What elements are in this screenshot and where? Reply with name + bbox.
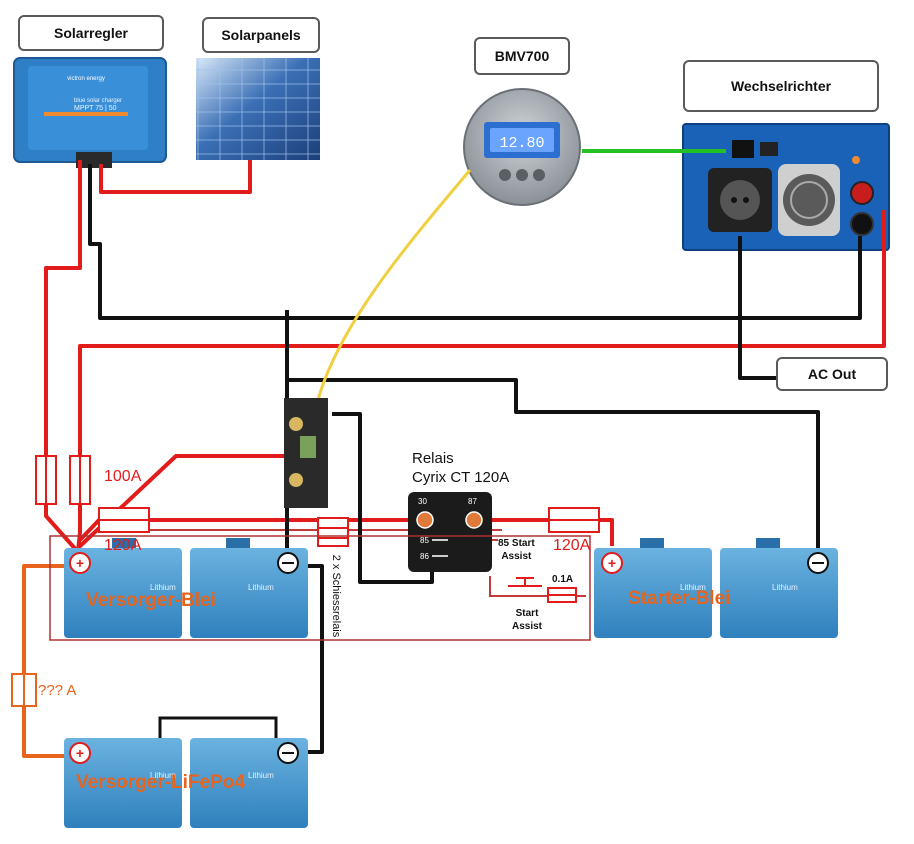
red-wires <box>44 160 886 554</box>
wechselrichter-label: Wechselrichter <box>683 60 879 112</box>
starter-blei-label: Starter-Blei <box>628 588 731 609</box>
bmv700-monitor: 12.80 <box>463 88 581 206</box>
battery-row-frame <box>49 535 591 641</box>
cell-text: Lithium <box>248 771 274 780</box>
double-fuse-relais <box>317 517 349 547</box>
plus-symbol: + <box>608 555 616 571</box>
battery-versorger-lifepo4: + Lithium Lithium <box>64 716 308 828</box>
cell-text: Lithium <box>680 583 706 592</box>
fuse-120a-left-label: 120A <box>104 537 142 554</box>
battery-versorger-blei: + Lithium Lithium <box>64 538 308 638</box>
fuse-120a-right-label: 120A <box>553 537 591 554</box>
cyrix-relay: 30 87 85 86 <box>408 492 492 572</box>
fuse-100a-label: 100A <box>104 468 142 485</box>
cell-text: Lithium <box>150 583 176 592</box>
solarregler-label: Solarregler <box>18 15 164 51</box>
charger-model-line2: MPPT 75 | 50 <box>74 105 117 112</box>
relay-terminal-30: 30 <box>418 497 427 506</box>
start-assist-top-label: 85 Start Assist <box>498 538 535 562</box>
fuse-01a <box>547 587 577 603</box>
fuse-unknown-label: ??? A <box>38 682 77 699</box>
relay-terminal-85: 85 <box>420 536 429 545</box>
cell-text: Lithium <box>772 583 798 592</box>
start-assist-switch <box>508 577 542 587</box>
bmv-yellow-cable <box>316 169 472 401</box>
inverter <box>682 123 890 251</box>
bmv700-label: BMV700 <box>474 37 570 75</box>
ac-out-label: AC Out <box>776 357 888 391</box>
fuse-100a-pair <box>35 455 91 505</box>
fuse-unknown <box>11 673 37 707</box>
fuse-120a-left <box>98 507 150 533</box>
fuse-01a-label: 0.1A <box>552 574 574 585</box>
relay-terminal-86: 86 <box>420 552 429 561</box>
cell-text: Lithium <box>248 583 274 592</box>
cell-text: Lithium <box>150 771 176 780</box>
charger-model-line1: blue solar charger <box>74 98 122 104</box>
relais-title: Relais <box>412 450 454 467</box>
start-assist-bottom-label: Start Assist <box>512 608 543 632</box>
shunt <box>284 398 328 508</box>
versorger-blei-label: Versorger-Blei <box>86 590 216 611</box>
relay-terminal-87: 87 <box>468 497 477 506</box>
schiessrelais-label: 2 x Schiessrelais <box>330 554 342 638</box>
solarpanels-label: Solarpanels <box>202 17 320 53</box>
versorger-lifepo4-label: Versorger-LiFePo4 <box>76 772 245 793</box>
fuse-120a-right <box>548 507 600 533</box>
solar-panel <box>196 58 320 160</box>
charger-brand-text: victron energy <box>67 76 105 82</box>
plus-symbol: + <box>76 745 84 761</box>
bmv-display-value: 12.80 <box>499 135 544 152</box>
orange-wires <box>22 564 66 758</box>
solar-charge-controller: victron energy blue solar charger MPPT 7… <box>13 57 167 168</box>
relais-model: Cyrix CT 120A <box>412 469 510 486</box>
plus-symbol: + <box>76 555 84 571</box>
battery-starter-blei: + Lithium Lithium <box>594 538 838 638</box>
